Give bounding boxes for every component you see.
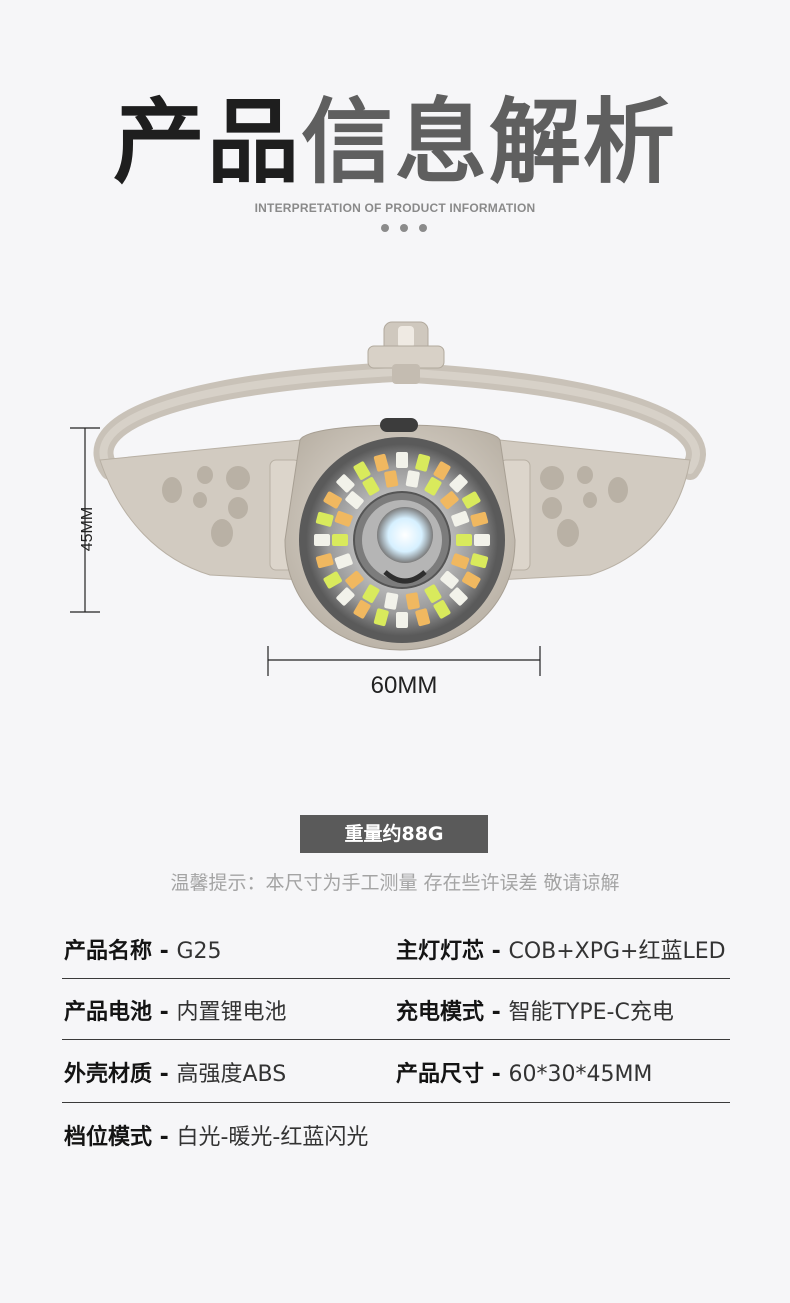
spec-key: 产品电池	[64, 1000, 153, 1025]
page-title-grey: 信息解析	[301, 89, 678, 196]
led-segment	[336, 587, 355, 606]
spec-value: 60*30*45MM	[508, 1062, 653, 1087]
led-segment	[440, 491, 459, 510]
spec-shell: 外壳材质 - 高强度ABS	[64, 1056, 286, 1088]
led-segment	[362, 584, 380, 603]
spec-charging: 充电模式 - 智能TYPE-C充电	[396, 994, 674, 1026]
spec-product-name: 产品名称 - G25	[64, 933, 222, 965]
led-segment	[384, 592, 399, 610]
spec-value: 智能TYPE-C充电	[508, 1000, 674, 1025]
led-segment	[415, 608, 431, 627]
headlamp-illustration	[70, 321, 706, 676]
led-segment	[415, 453, 431, 472]
led-segment	[315, 553, 334, 569]
spec-key: 产品尺寸	[396, 1062, 485, 1087]
height-dimension-line	[70, 427, 100, 613]
decorative-dots	[381, 224, 429, 234]
spec-battery: 产品电池 - 内置锂电池	[64, 994, 286, 1026]
width-dimension-label: 60MM	[370, 672, 438, 699]
spec-separator: -	[484, 939, 509, 964]
spec-key: 档位模式	[64, 1125, 153, 1150]
led-segment	[314, 534, 330, 546]
led-segment	[433, 461, 451, 480]
spec-separator: -	[152, 939, 177, 964]
led-segment	[345, 491, 364, 510]
led-segment	[336, 474, 355, 493]
divider	[62, 1039, 730, 1040]
led-segment	[323, 571, 342, 589]
led-segment	[462, 491, 481, 509]
spec-modes: 档位模式 - 白光-暖光-红蓝闪光	[64, 1119, 368, 1151]
led-segment	[424, 477, 442, 496]
led-segment	[462, 571, 481, 589]
led-segment	[424, 584, 442, 603]
led-segment	[405, 592, 420, 610]
led-segment	[449, 587, 468, 606]
led-segment	[470, 553, 489, 569]
spec-separator: -	[152, 1125, 177, 1150]
led-segment	[440, 570, 459, 589]
led-segment	[396, 452, 408, 468]
dot-icon	[381, 224, 389, 232]
spec-size: 产品尺寸 - 60*30*45MM	[396, 1056, 652, 1088]
divider	[62, 978, 730, 979]
spec-value: G25	[176, 939, 222, 964]
spec-value: COB+XPG+红蓝LED	[508, 939, 726, 964]
led-segment	[451, 553, 470, 570]
page-title: 产品信息解析	[0, 88, 790, 198]
power-button	[380, 418, 418, 432]
page-subtitle: INTERPRETATION OF PRODUCT INFORMATION	[254, 201, 536, 215]
measurement-notice: 温馨提示：本尺寸为手工测量 存在些许误差 敬请谅解	[170, 872, 620, 894]
divider	[62, 1102, 730, 1103]
spec-key: 充电模式	[396, 1000, 485, 1025]
dot-icon	[419, 224, 427, 232]
led-segment	[345, 570, 364, 589]
spec-separator: -	[484, 1062, 509, 1087]
led-segment	[405, 470, 420, 488]
spec-main-led: 主灯灯芯 - COB+XPG+红蓝LED	[396, 933, 726, 965]
spec-key: 产品名称	[64, 939, 153, 964]
spec-key: 主灯灯芯	[396, 939, 485, 964]
spec-separator: -	[484, 1000, 509, 1025]
led-segment	[334, 510, 353, 527]
led-segment	[396, 612, 408, 628]
led-segment	[384, 470, 399, 488]
led-segment	[332, 534, 348, 546]
width-dimension-line	[267, 646, 541, 676]
weight-badge: 重量约88G	[300, 815, 488, 853]
cob-led	[377, 507, 433, 563]
led-segment	[456, 534, 472, 546]
led-segment	[334, 553, 353, 570]
led-segment	[474, 534, 490, 546]
led-segment	[451, 510, 470, 527]
led-segment	[353, 600, 371, 619]
led-segment	[353, 461, 371, 480]
spec-value: 高强度ABS	[176, 1062, 287, 1087]
spec-key: 外壳材质	[64, 1062, 153, 1087]
led-segment	[362, 477, 380, 496]
spec-separator: -	[152, 1000, 177, 1025]
led-ring	[314, 452, 490, 628]
top-clip	[367, 321, 445, 384]
led-segment	[449, 474, 468, 493]
left-strap	[99, 439, 306, 581]
led-segment	[470, 511, 489, 527]
led-segment	[433, 600, 451, 619]
led-segment	[323, 491, 342, 509]
led-segment	[373, 608, 389, 627]
led-segment	[373, 453, 389, 472]
page-title-dark: 产品	[112, 89, 301, 196]
spec-separator: -	[152, 1062, 177, 1087]
spec-value: 白光-暖光-红蓝闪光	[176, 1125, 369, 1150]
dot-icon	[400, 224, 408, 232]
spec-value: 内置锂电池	[176, 1000, 287, 1025]
led-segment	[315, 511, 334, 527]
height-dimension-label: 45MM	[79, 506, 96, 552]
